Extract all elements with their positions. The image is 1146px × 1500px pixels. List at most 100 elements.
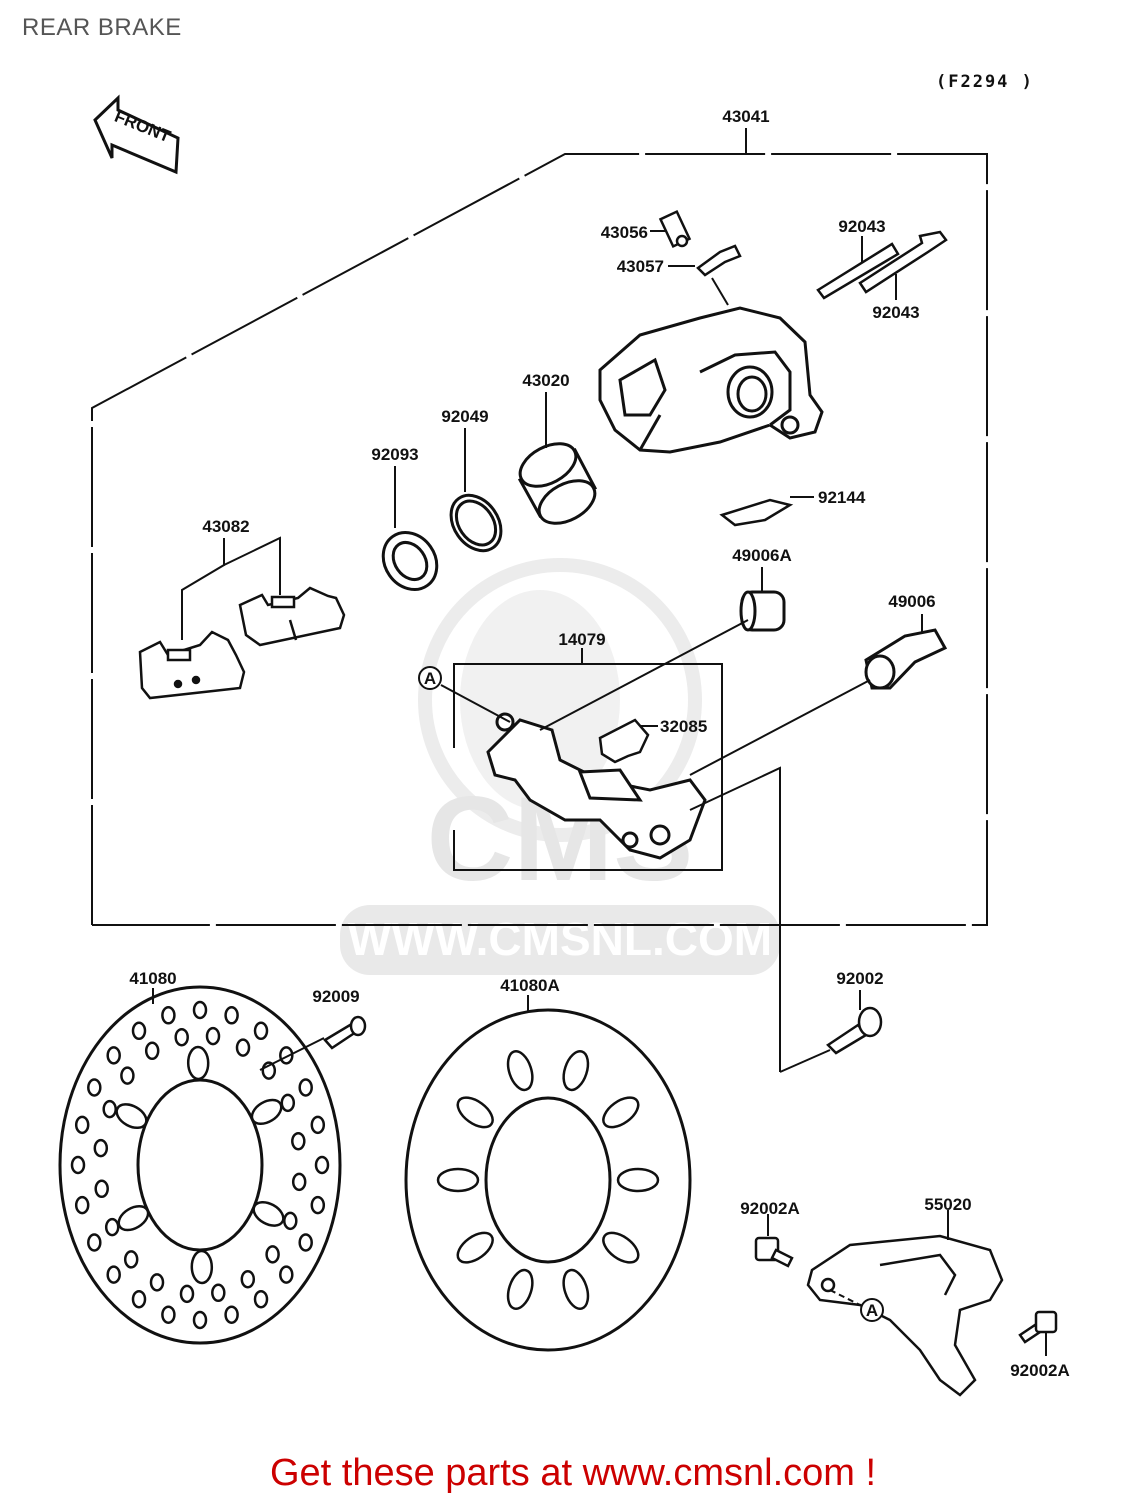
disc-hole: [102, 1099, 117, 1119]
disc-hole: [314, 1155, 330, 1175]
disc-hole: [265, 1245, 280, 1264]
bleeder-valve: [658, 209, 692, 249]
disc-hole: [93, 1138, 109, 1158]
disc-slot: [506, 1050, 534, 1092]
disc-hole: [240, 1269, 256, 1289]
label-92043-b: 92043: [872, 303, 919, 322]
label-43056: 43056: [601, 223, 648, 242]
label-92043-a: 92043: [838, 217, 885, 236]
disc-bolt-92009: [323, 1015, 367, 1050]
pin-boot: [739, 590, 786, 632]
label-41080A: 41080A: [500, 976, 560, 995]
disc-hole: [280, 1093, 296, 1113]
disc-hole: [106, 1046, 121, 1065]
disc-hole: [224, 1305, 239, 1324]
disc-hole: [192, 1000, 208, 1020]
disc-hole: [310, 1195, 326, 1215]
label-43020: 43020: [522, 371, 569, 390]
brake-disc-drilled: [58, 985, 342, 1345]
disc-hole: [94, 1179, 109, 1199]
brake-disc: [404, 1008, 692, 1352]
watermark-url: WWW.CMSNL.COM: [348, 913, 772, 965]
disc-hole: [235, 1038, 251, 1057]
label-32085: 32085: [660, 717, 707, 736]
bracket-pad-plate: [598, 718, 650, 764]
brake-piston: [517, 442, 598, 525]
guard-bolt-left: [754, 1236, 794, 1268]
reference-mark-a: A: [418, 666, 511, 723]
disc-hole: [87, 1078, 102, 1097]
footer-link[interactable]: Get these parts at www.cmsnl.com !: [269, 1452, 877, 1494]
part-labels: 43041 43056 43057 92043 92043 43020 9204…: [129, 107, 1069, 1380]
disc-hole: [131, 1021, 147, 1041]
disc-slot: [602, 1231, 640, 1264]
disc-hole: [131, 1289, 147, 1309]
label-55020: 55020: [924, 1195, 971, 1214]
svg-text:A: A: [424, 669, 436, 688]
label-92002: 92002: [836, 969, 883, 988]
piston-seals: [381, 493, 503, 591]
disc-hole: [310, 1115, 326, 1135]
label-49006A: 49006A: [732, 546, 792, 565]
bracket-box: [453, 648, 723, 871]
guard-bolt-right: [1018, 1310, 1058, 1344]
assembly-outline: [91, 128, 988, 926]
disc-hole: [161, 1006, 176, 1025]
pad-pins: [816, 230, 948, 300]
svg-text:A: A: [866, 1301, 878, 1320]
disc-slots: [436, 1050, 660, 1310]
disc-hole: [192, 1310, 208, 1330]
disc-slot: [616, 1167, 660, 1193]
label-14079: 14079: [558, 630, 605, 649]
disc-hole: [298, 1078, 313, 1097]
disc-slot: [562, 1050, 590, 1092]
caliper-bolt-92002: [826, 1006, 883, 1055]
disc-hole: [253, 1289, 269, 1309]
disc-guard: [806, 1234, 1004, 1397]
disc-hole: [123, 1250, 139, 1269]
disc-hole: [291, 1172, 307, 1192]
label-43057: 43057: [617, 257, 664, 276]
slide-pin: [864, 628, 948, 690]
disc-hole: [283, 1211, 298, 1231]
label-92093: 92093: [371, 445, 418, 464]
disc-hole: [74, 1115, 90, 1135]
disc-holes: [70, 1000, 330, 1330]
disc-slot: [117, 1204, 150, 1232]
disc-slot: [190, 1249, 214, 1285]
disc-hole: [120, 1066, 135, 1085]
label-92009: 92009: [312, 987, 359, 1006]
disc-slot: [562, 1268, 590, 1310]
disc-hole: [253, 1021, 269, 1041]
label-43082: 43082: [202, 517, 249, 536]
reference-mark-a-guard: A: [829, 1289, 884, 1322]
disc-hole: [149, 1273, 165, 1292]
disc-slot: [250, 1098, 283, 1126]
disc-slot: [506, 1268, 534, 1310]
label-49006: 49006: [888, 592, 935, 611]
disc-hole: [224, 1006, 239, 1025]
disc-hole: [205, 1026, 221, 1046]
page-title: REAR BRAKE: [22, 14, 182, 41]
disc-slot: [252, 1200, 285, 1227]
disc-hole: [179, 1284, 195, 1304]
diagram-code: (F2294 ): [936, 72, 1034, 92]
disc-slot: [115, 1103, 148, 1130]
label-92049: 92049: [441, 407, 488, 426]
label-92002A-right: 92002A: [1010, 1361, 1070, 1380]
disc-slot: [186, 1045, 210, 1081]
brake-pads: [138, 586, 346, 700]
disc-hole: [174, 1027, 189, 1047]
disc-hole: [291, 1131, 306, 1151]
disc-hole: [211, 1283, 226, 1303]
disc-slot: [456, 1096, 494, 1129]
label-41080: 41080: [129, 969, 176, 988]
front-arrow-icon: FRONT: [93, 94, 180, 175]
disc-slot: [456, 1231, 494, 1264]
brake-caliper: [598, 306, 824, 454]
label-92002A-left: 92002A: [740, 1199, 800, 1218]
label-92144: 92144: [818, 488, 866, 507]
disc-hole: [279, 1265, 294, 1284]
disc-hole: [298, 1233, 313, 1252]
